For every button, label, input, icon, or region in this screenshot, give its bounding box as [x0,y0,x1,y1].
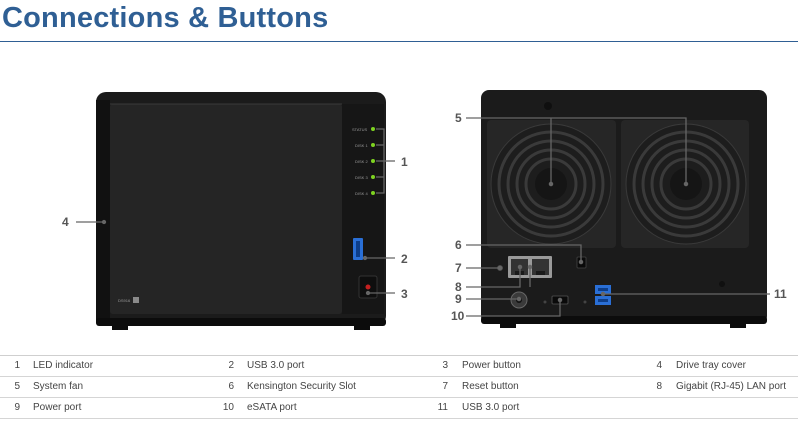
led-disk1-icon [371,143,375,147]
legend-item-7: 7 Reset button [428,377,642,397]
legend-number: 1 [14,360,20,371]
legend-text: Power button [462,360,521,371]
callout-4: 4 [62,215,69,229]
led-label-status: STATUS [352,127,368,132]
legend-text: Kensington Security Slot [247,381,356,392]
legend-text: USB 3.0 port [462,402,520,413]
legend-text: Drive tray cover [676,360,747,371]
led-label-disk1: DISK 1 [355,143,368,148]
legend-row: 1 LED indicator 2 USB 3.0 port 3 Power butt… [0,356,798,377]
led-disk2-icon [371,159,375,163]
led-status-icon [371,127,375,131]
legend-item-1: 1 LED indicator [0,356,214,376]
led-label-disk4: DISK 4 [355,191,368,196]
led-disk4-icon [371,191,375,195]
legend-text: USB 3.0 port [247,360,305,371]
legend-text: System fan [33,381,84,392]
legend-number: 10 [222,402,234,413]
legend-number: 7 [442,381,448,392]
legend-number: 9 [14,402,20,413]
legend-item-4: 4 Drive tray cover [642,356,798,376]
legend-item-8: 8 Gigabit (RJ-45) LAN port [642,377,798,397]
legend-item-10: 10 eSATA port [214,398,428,418]
callout-11: 11 [774,287,787,301]
legend-item-5: 5 System fan [0,377,214,397]
led-disk3-icon [371,175,375,179]
legend-item-6: 6 Kensington Security Slot [214,377,428,397]
callout-9: 9 [455,292,462,306]
legend-text: Power port [33,402,82,413]
led-panel: STATUS DISK 1 DISK 2 DISK 3 DISK 4 [352,127,375,196]
callout-10: 10 [451,309,465,323]
title-divider [0,41,798,42]
legend-text: LED indicator [33,360,94,371]
callout-3: 3 [401,287,408,301]
device-illustration: DS916 STATUS DISK 1 DISK 2 DISK 3 DISK 4 [62,90,787,330]
legend-number: 11 [437,402,448,413]
legend-row: 5 System fan 6 Kensington Security Slot 7 R… [0,377,798,398]
model-badge [133,297,139,303]
legend-item-3: 3 Power button [428,356,642,376]
legend-number: 6 [228,381,234,392]
callout-1: 1 [401,155,408,169]
legend-number: 5 [14,381,20,392]
legend-number: 2 [228,360,234,371]
page-title: Connections & Buttons [2,2,329,34]
legend-text: Gigabit (RJ-45) LAN port [676,381,787,392]
callout-2: 2 [401,252,408,266]
front-nas-unit: DS916 STATUS DISK 1 DISK 2 DISK 3 DISK 4 [62,92,408,330]
legend-number: 8 [656,381,662,392]
legend-text: Reset button [462,381,519,392]
callout-6: 6 [455,238,462,252]
drive-tray-cover [110,104,342,314]
callout-8: 8 [455,280,462,294]
back-nas-unit: 5 6 7 8 9 10 11 [451,90,787,328]
legend-text: eSATA port [247,402,297,413]
legend-item-2: 2 USB 3.0 port [214,356,428,376]
led-label-disk3: DISK 3 [355,175,368,180]
legend-number: 3 [442,360,448,371]
legend-number: 4 [656,360,662,371]
callout-5: 5 [455,111,462,125]
model-label: DS916 [118,298,131,303]
led-label-disk2: DISK 2 [355,159,368,164]
legend-item-9: 9 Power port [0,398,214,418]
legend-item-11: 11 USB 3.0 port [428,398,642,418]
legend-row: 9 Power port 10 eSATA port 11 USB 3.0 port [0,398,798,419]
callout-7: 7 [455,261,462,275]
